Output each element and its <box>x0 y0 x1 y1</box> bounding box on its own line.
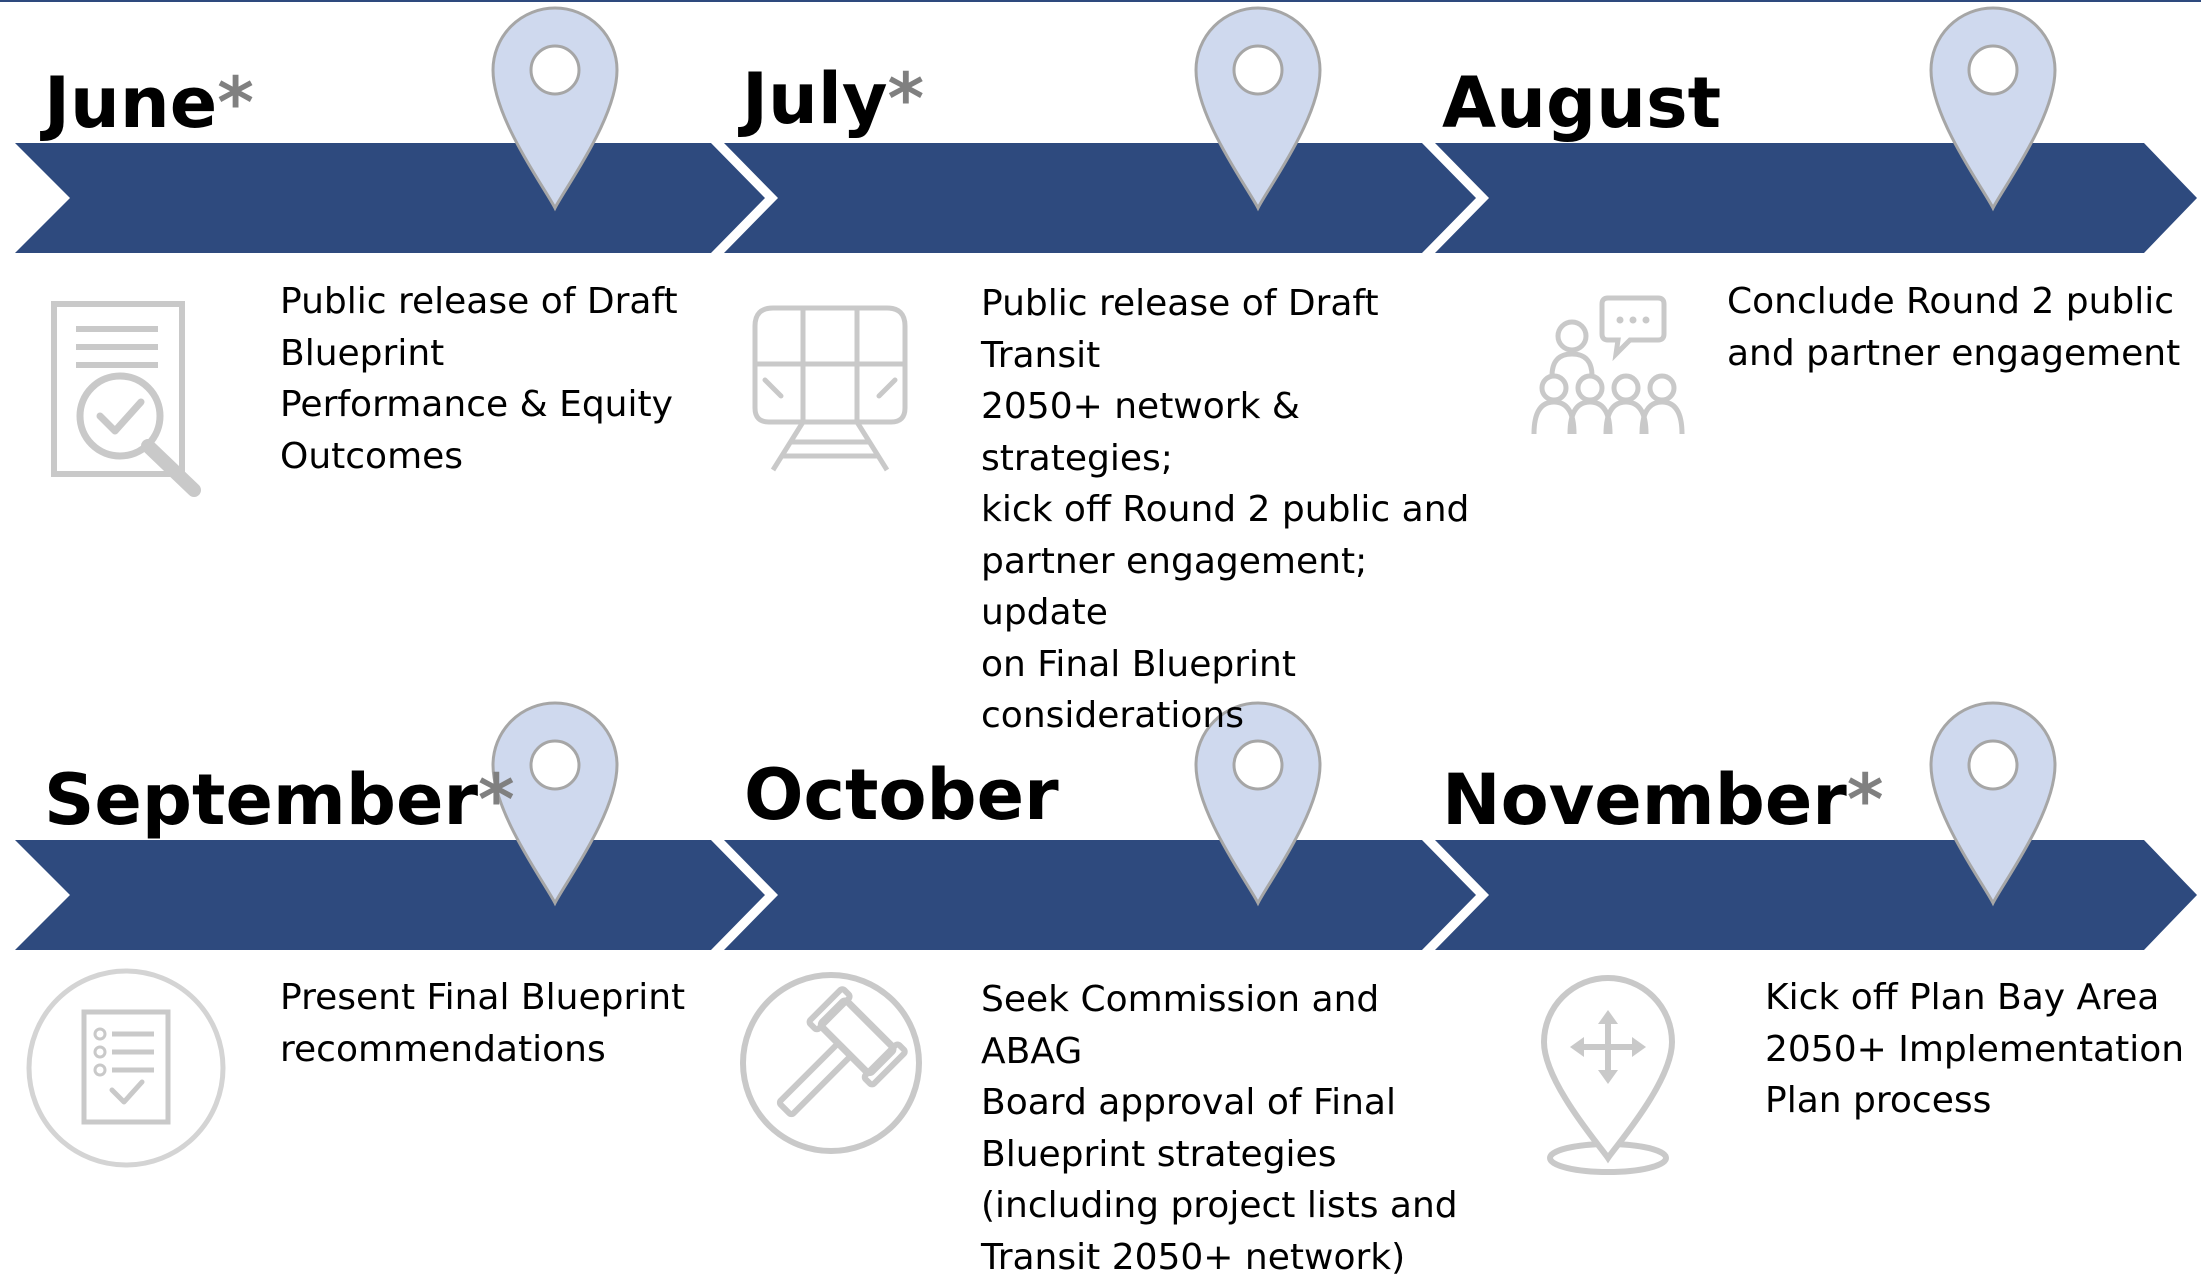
gavel-circle-icon <box>738 970 924 1156</box>
chevron-june <box>15 143 765 253</box>
description-july: Public release of Draft Transit 2050+ ne… <box>981 278 1501 742</box>
description-line: and partner engagement <box>1727 328 2187 380</box>
description-line: Present Final Blueprint <box>280 972 720 1024</box>
description-november: Kick off Plan Bay Area 2050+ Implementat… <box>1765 972 2195 1127</box>
description-line: Board approval of Final <box>981 1077 1481 1129</box>
month-heading-september: September* <box>44 765 515 835</box>
description-line: kick off Round 2 public and <box>981 484 1501 536</box>
description-line: Public release of Draft Transit <box>981 278 1501 381</box>
description-line: 2050+ network & strategies; <box>981 381 1501 484</box>
description-line: on Final Blueprint <box>981 639 1501 691</box>
chevron-august <box>1435 143 2197 253</box>
description-september: Present Final Blueprint recommendations <box>280 972 720 1075</box>
month-heading-june: June* <box>44 68 254 138</box>
description-line: 2050+ Implementation <box>1765 1024 2195 1076</box>
description-line: recommendations <box>280 1024 720 1076</box>
description-line: Transit 2050+ network) <box>981 1232 1481 1283</box>
month-heading-october: October <box>744 760 1059 830</box>
description-line: considerations <box>981 690 1501 742</box>
train-icon <box>745 302 915 474</box>
chevron-october <box>724 840 1476 950</box>
description-line: Performance & Equity <box>280 379 700 431</box>
map-pin-move-icon <box>1526 972 1696 1176</box>
description-line: Conclude Round 2 public <box>1727 276 2187 328</box>
description-line: Public release of Draft <box>280 276 700 328</box>
timeline-row-1-chevrons <box>15 143 2197 253</box>
chevron-july <box>724 143 1476 253</box>
checklist-circle-icon <box>24 966 228 1170</box>
description-line: Outcomes <box>280 431 700 483</box>
description-line: partner engagement; update <box>981 536 1501 639</box>
description-line: Plan process <box>1765 1075 2195 1127</box>
description-line: Kick off Plan Bay Area <box>1765 972 2195 1024</box>
asterisk-marker: * <box>1847 759 1884 841</box>
timeline-row-2-chevrons <box>15 840 2197 950</box>
description-june: Public release of Draft Blueprint Perfor… <box>280 276 700 482</box>
description-line: Blueprint <box>280 328 700 380</box>
description-line: Seek Commission and ABAG <box>981 974 1481 1077</box>
chevron-september <box>15 840 765 950</box>
asterisk-marker: * <box>888 58 925 140</box>
month-heading-november: November* <box>1442 765 1883 835</box>
description-line: (including project lists and <box>981 1180 1481 1232</box>
month-heading-july: July* <box>742 64 924 134</box>
month-heading-august: August <box>1442 68 1721 138</box>
asterisk-marker: * <box>478 759 515 841</box>
description-line: Blueprint strategies <box>981 1129 1481 1181</box>
description-august: Conclude Round 2 public and partner enga… <box>1727 276 2187 379</box>
chevron-november <box>1435 840 2197 950</box>
audience-speech-bubble-icon <box>1528 292 1688 442</box>
document-magnifier-check-icon <box>48 298 208 498</box>
asterisk-marker: * <box>217 62 254 144</box>
description-october: Seek Commission and ABAG Board approval … <box>981 974 1481 1283</box>
